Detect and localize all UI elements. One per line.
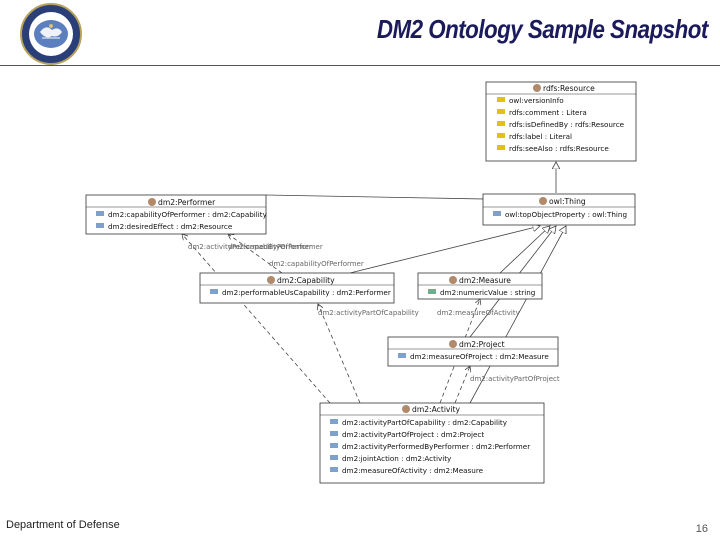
- class-dm2-capability: dm2:Capability dm2:performableUsCapabili…: [199, 272, 395, 304]
- property: dm2:numericValue : string: [440, 288, 535, 297]
- class-dm2-measure: dm2:Measure dm2:numericValue : string: [417, 272, 543, 300]
- edges: [182, 162, 566, 404]
- annotation-property-icon: [497, 133, 505, 138]
- class-icon: [449, 276, 457, 284]
- edge-activity-part-of-capability: [318, 304, 361, 404]
- dod-seal-logo: [2, 2, 100, 66]
- class-name: dm2:Project: [459, 340, 505, 349]
- property: dm2:activityPartOfCapability : dm2:Capab…: [342, 418, 508, 427]
- annotation-property-icon: [497, 109, 505, 114]
- class-dm2-performer: dm2:Performer dm2:capabilityOfPerformer …: [85, 194, 268, 235]
- object-property-icon: [96, 223, 104, 228]
- property: rdfs:seeAlso : rdfs:Resource: [509, 144, 609, 153]
- property: rdfs:label : Literal: [509, 132, 572, 141]
- property: dm2:performableUsCapability : dm2:Perfor…: [222, 288, 391, 297]
- class-icon: [539, 197, 547, 205]
- footer-organization: Department of Defense: [6, 519, 120, 531]
- edge-capability-to-thing: [349, 226, 540, 274]
- class-name: dm2:Performer: [158, 198, 216, 207]
- class-owl-thing: owl:Thing owl:topObjectProperty : owl:Th…: [482, 193, 636, 226]
- class-rdfs-resource: rdfs:Resource owl:versionInfo rdfs:comme…: [485, 81, 637, 162]
- edge-measure-to-thing: [499, 226, 550, 274]
- edge-activity-performed-by: [182, 234, 331, 404]
- data-property-icon: [428, 289, 436, 294]
- class-dm2-activity: dm2:Activity dm2:activityPartOfCapabilit…: [319, 402, 545, 484]
- ontology-diagram: dm2:activityPerformedByPerformer dm2:cap…: [85, 81, 637, 484]
- object-property-icon: [330, 455, 338, 460]
- class-name: dm2:Measure: [459, 276, 511, 285]
- property: dm2:measureOfProject : dm2:Measure: [410, 352, 549, 361]
- edge-activity-to-thing: [469, 226, 566, 404]
- annotation-property-icon: [497, 121, 505, 126]
- edge-label-performed-by: dm2:activityPerformedByPerformer: [188, 243, 312, 251]
- property: dm2:measureOfActivity : dm2:Measure: [342, 466, 484, 475]
- class-icon: [148, 198, 156, 206]
- edge-label-part-of-capability: dm2:activityPartOfCapability: [318, 309, 419, 317]
- edge-label-measure-of-activity: dm2:measureOfActivity: [437, 309, 520, 317]
- class-icon: [402, 405, 410, 413]
- object-property-icon: [96, 211, 104, 216]
- object-property-icon: [398, 353, 406, 358]
- object-property-icon: [210, 289, 218, 294]
- property: owl:versionInfo: [509, 96, 564, 105]
- class-dm2-project: dm2:Project dm2:measureOfProject : dm2:M…: [387, 336, 559, 367]
- property: rdfs:comment : Litera: [509, 108, 587, 117]
- edge-label-capability-of: dm2:capabilityOfPerformer: [228, 243, 323, 251]
- annotation-property-icon: [497, 97, 505, 102]
- class-icon: [449, 340, 457, 348]
- property: dm2:activityPartOfProject : dm2:Project: [342, 430, 484, 439]
- class-name: dm2:Capability: [277, 276, 335, 285]
- edge-measure-of-activity: [439, 299, 480, 404]
- object-property-icon: [330, 467, 338, 472]
- class-name: owl:Thing: [549, 197, 586, 206]
- annotation-property-icon: [497, 145, 505, 150]
- page-title: DM2 Ontology Sample Snapshot: [377, 14, 708, 44]
- edge-part-of-project: [454, 366, 470, 404]
- header-divider: [0, 65, 720, 66]
- object-property-icon: [330, 431, 338, 436]
- class-name: dm2:Activity: [412, 405, 461, 414]
- object-property-icon: [330, 419, 338, 424]
- property: dm2:capabilityOfPerformer : dm2:Capabili…: [108, 210, 268, 219]
- class-icon: [533, 84, 541, 92]
- slide-number: 16: [695, 523, 708, 535]
- property: rdfs:isDefinedBy : rdfs:Resource: [509, 120, 625, 129]
- class-name: rdfs:Resource: [543, 84, 595, 93]
- property: owl:topObjectProperty : owl:Thing: [505, 210, 627, 219]
- object-property-icon: [330, 443, 338, 448]
- property: dm2:jointAction : dm2:Activity: [342, 454, 452, 463]
- property: dm2:desiredEffect : dm2:Resource: [108, 222, 233, 231]
- object-property-icon: [493, 211, 501, 216]
- edge-label-capability-of-performer: dm2:capabilityOfPerformer: [269, 260, 364, 268]
- property: dm2:activityPerformedByPerformer : dm2:P…: [342, 442, 530, 451]
- edge-label-part-of-project: dm2:activityPartOfProject: [470, 375, 560, 383]
- class-icon: [267, 276, 275, 284]
